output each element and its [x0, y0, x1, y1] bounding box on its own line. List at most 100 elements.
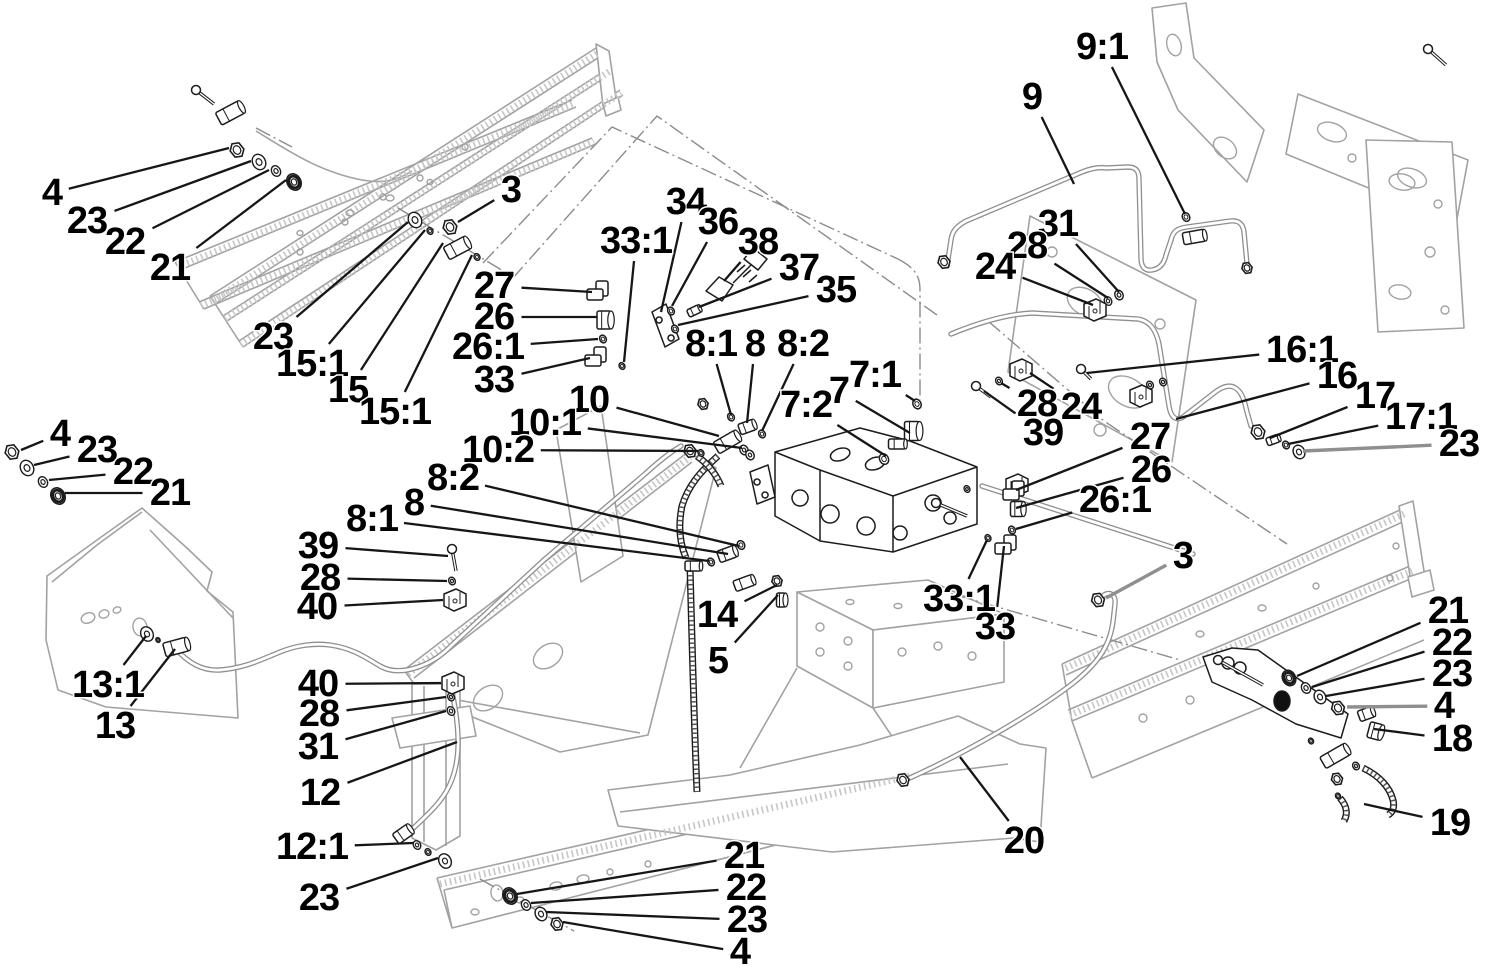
leader-line	[622, 260, 636, 363]
hoses	[676, 453, 1398, 823]
callout-4: 4	[50, 413, 71, 455]
leader-line	[359, 242, 444, 371]
frame-structures	[45, 2, 1469, 929]
callout-26:1: 26:1	[452, 326, 525, 368]
callout-5: 5	[708, 640, 729, 682]
callout-22: 22	[726, 867, 766, 909]
callout-3: 3	[501, 169, 521, 211]
leader-line	[983, 390, 1017, 415]
leader-line	[745, 363, 755, 424]
oring-part	[424, 847, 432, 857]
callout-16: 16	[1317, 355, 1357, 397]
callout-36: 36	[698, 201, 738, 243]
fitting-part	[596, 310, 615, 330]
leader-line	[1373, 727, 1425, 737]
callout-10: 10	[569, 379, 609, 421]
leader-line	[68, 146, 230, 190]
leader-line	[347, 740, 458, 784]
bolt-part	[446, 543, 458, 572]
callout-13:1: 13:1	[72, 664, 145, 706]
callout-23: 23	[1439, 423, 1479, 465]
fitting-part	[887, 438, 908, 450]
callout-26: 26	[1131, 449, 1171, 491]
washer-part	[963, 484, 971, 494]
callout-23: 23	[77, 429, 117, 471]
oring-part	[670, 324, 680, 334]
oring-part	[726, 412, 736, 422]
leader-line	[122, 635, 147, 666]
callout-28: 28	[1007, 225, 1047, 267]
grommet-part	[285, 173, 303, 191]
bolt-part	[190, 84, 216, 106]
leader-line	[855, 399, 911, 434]
leader-line	[347, 577, 448, 583]
callout-leaders	[20, 66, 1432, 951]
fitting-part	[392, 823, 415, 845]
oring-part	[618, 361, 626, 371]
leader-line	[327, 229, 426, 345]
bolt-part	[1422, 43, 1448, 67]
callout-21: 21	[1428, 590, 1469, 632]
oring-part	[473, 252, 481, 262]
callout-14: 14	[697, 594, 738, 636]
washer-part	[534, 906, 548, 922]
callout-22: 22	[105, 221, 145, 263]
callout-10:1: 10:1	[509, 402, 582, 444]
callout-33: 33	[474, 359, 514, 401]
leader-line	[967, 539, 989, 580]
leader-line	[959, 756, 1010, 822]
bolt-part	[1212, 654, 1264, 687]
callout-7: 7	[829, 370, 849, 412]
nut-part	[1330, 772, 1344, 786]
callout-13: 13	[95, 705, 135, 747]
washer-part	[446, 692, 456, 702]
leader-line	[33, 455, 70, 467]
callout-23: 23	[253, 316, 293, 358]
oring-part	[757, 429, 767, 439]
leader-line	[521, 356, 591, 375]
nut-part	[1330, 700, 1346, 716]
washer-part	[745, 449, 755, 461]
leader-line	[836, 424, 887, 457]
callout-24: 24	[975, 246, 1016, 288]
washer-part	[994, 376, 1004, 386]
washer-part	[1300, 682, 1312, 694]
callout-4: 4	[42, 172, 63, 214]
oring-part	[666, 306, 676, 316]
leader-line	[530, 888, 719, 905]
callout-26:1: 26:1	[1079, 479, 1152, 521]
leader-line	[1175, 382, 1310, 421]
callout-23: 23	[299, 877, 339, 919]
washer-part	[19, 459, 35, 477]
callout-4: 4	[1434, 685, 1455, 727]
leader-line	[484, 484, 740, 548]
fitting-part	[1009, 500, 1027, 518]
leader-line	[1075, 243, 1120, 293]
callout-19: 19	[1430, 802, 1470, 844]
callout-8: 8	[745, 323, 765, 365]
grommet-part	[501, 887, 519, 905]
small-parts	[4, 43, 1448, 932]
oring-part	[1181, 211, 1191, 223]
leader-line	[345, 709, 447, 741]
hatch-bands	[176, 50, 1414, 888]
washer-part	[1351, 761, 1361, 771]
grommet-part	[49, 487, 67, 505]
leader-line	[1015, 511, 1073, 531]
fitting-part	[1366, 721, 1386, 742]
leader-line	[1287, 424, 1379, 446]
washer-part	[139, 626, 155, 642]
leader-line	[430, 504, 729, 556]
leader-line	[1363, 802, 1423, 819]
leader-line	[743, 583, 778, 603]
callout-28: 28	[299, 693, 339, 735]
phantom-lines	[255, 115, 1288, 932]
callout-21: 21	[150, 472, 191, 514]
leader-line	[698, 277, 772, 309]
callout-22: 22	[1432, 622, 1472, 664]
leader-line	[129, 648, 176, 707]
leader-line	[530, 337, 599, 346]
callout-33:1: 33:1	[923, 578, 996, 620]
callout-4: 4	[730, 931, 751, 973]
